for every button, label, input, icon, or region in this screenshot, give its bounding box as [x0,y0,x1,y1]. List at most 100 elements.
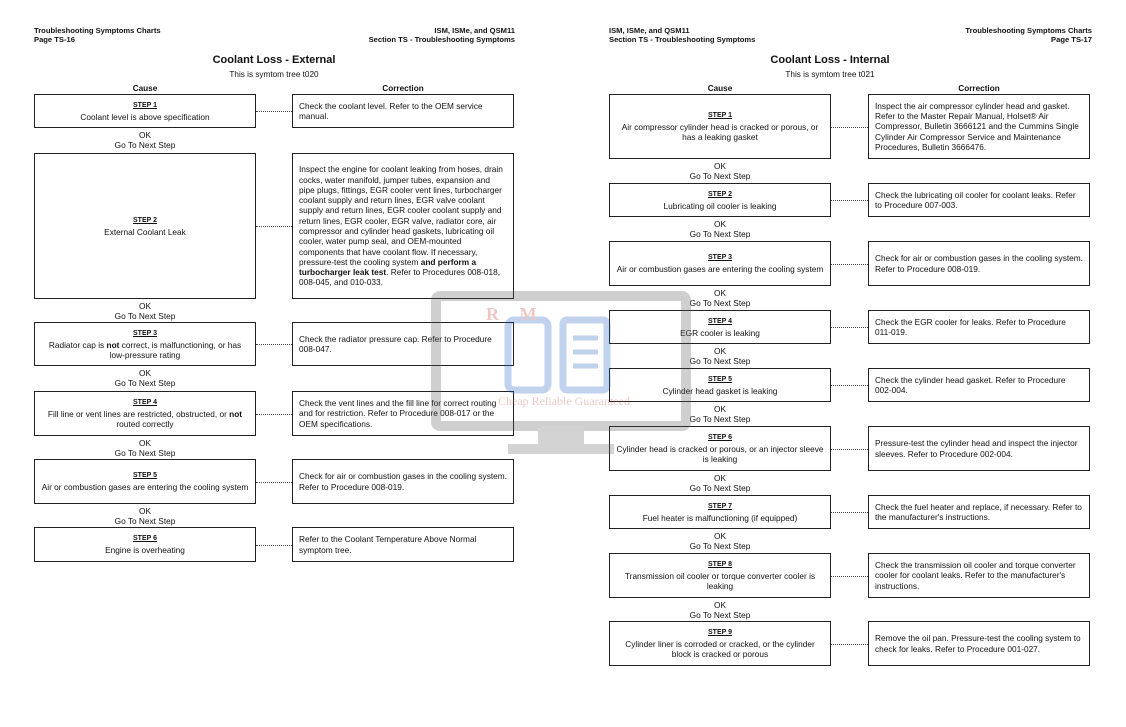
next-step-label: Go To Next Step [689,414,751,424]
step-label: STEP 5 [708,375,732,383]
cause-box-step-6: STEP 6 Engine is overheating [34,527,256,562]
cause-emphasis: not [229,409,243,419]
connector-line [831,263,868,265]
step-label: STEP 2 [133,216,157,224]
correction-text: Inspect the engine for coolant leaking f… [299,164,507,288]
correction-text: Check the vent lines and the fill line f… [299,398,497,429]
correction-column-header: Correction [958,84,1000,93]
step-label: STEP 1 [133,101,157,109]
right-page: ISM, ISMe, and QSM11 Section TS - Troubl… [563,0,1126,727]
connector-line [256,481,292,483]
connector-line [831,200,868,201]
page-number: Page TS-16 [34,35,75,44]
connector-line [831,327,868,328]
ok-label: OK [714,288,726,298]
correction-text: Pressure-test the cylinder head and insp… [875,438,1078,459]
cause-text: Engine is overheating [105,545,185,555]
step-label: STEP 7 [708,502,732,510]
ok-label: OK [714,219,726,229]
correction-text: Inspect the air compressor cylinder head… [875,100,1079,152]
connector-line [831,448,868,450]
cause-text: Air compressor cylinder head is cracked … [621,122,819,142]
header-text: ISM, ISMe, and QSM11 [434,26,515,35]
header-text: Section TS - Troubleshooting Symptoms [609,35,756,44]
header-text: Section TS - Troubleshooting Symptoms [368,35,515,44]
correction-box-step-1: Check the coolant level. Refer to the OE… [292,94,514,128]
cause-emphasis: not [106,339,120,350]
page-subtitle: This is symtom tree t021 [785,70,875,79]
cause-box-step-2: STEP 2 Lubricating oil cooler is leaking [609,183,831,217]
correction-text: Check for air or combustion gases in the… [299,471,507,492]
correction-text: Check the coolant level. Refer to the OE… [299,100,483,121]
right-header-left: ISM, ISMe, and QSM11 Section TS - Troubl… [609,26,755,44]
cause-box-step-3: STEP 3 Radiator cap is not correct, is ma… [34,322,256,366]
step-label: STEP 9 [708,629,732,636]
cause-text: Radiator cap is not correct, is malfunct… [41,340,249,360]
cause-text: Lubricating oil cooler is leaking [663,200,777,211]
ok-label: OK [139,368,151,378]
ok-label: OK [139,506,151,516]
left-page: Troubleshooting Symptoms Charts Page TS-… [34,26,515,562]
cause-text: External Coolant Leak [104,226,186,237]
step-label: STEP 4 [708,317,732,325]
next-step-label: Go To Next Step [114,448,176,458]
cause-text: Coolant level is above specification [80,111,210,122]
correction-box-step-3: Check the radiator pressure cap. Refer t… [292,322,514,366]
cause-box-step-1: STEP 1 Coolant level is above specificati… [34,94,256,128]
ok-label: OK [714,404,726,414]
correction-box-step-5: Check for air or combustion gases in the… [292,459,514,504]
connector-line [831,643,868,645]
step-label: STEP 5 [133,472,157,479]
cause-text-part: Radiator cap is [48,339,107,350]
correction-column-header: Correction [382,84,424,93]
step-label: STEP 3 [133,329,157,337]
connector-line [831,385,868,386]
cause-text-part: correct, is malfunctioning, or has low-p… [109,339,242,360]
cause-box-step-6: STEP 6 Cylinder head is cracked or porous… [609,426,831,471]
next-step-label: Go To Next Step [114,516,176,526]
next-step-label: Go To Next Step [689,356,751,366]
correction-text-part: Inspect the engine for coolant leaking f… [299,164,503,267]
correction-box-step-5: Check the cylinder head gasket. Refer to… [868,368,1090,402]
correction-box-step-6: Pressure-test the cylinder head and insp… [868,426,1090,471]
connector-line [831,512,868,513]
connector-line [256,226,292,227]
step-label: STEP 6 [708,434,732,441]
correction-box-step-4: Check the EGR cooler for leaks. Refer to… [868,310,1090,344]
connector-line [831,126,868,128]
cause-text: Cylinder head is cracked or porous, or a… [616,444,824,464]
ok-label: OK [139,130,151,140]
ok-label: OK [714,161,726,171]
step-label: STEP 2 [708,190,732,198]
correction-text: Check for air or combustion gases in the… [875,253,1083,274]
step-label: STEP 1 [708,112,732,119]
next-step-label: Go To Next Step [689,171,751,181]
cause-column-header: Cause [132,84,158,93]
header-text: Troubleshooting Symptoms Charts [965,26,1092,35]
page-subtitle: This is symtom tree t020 [229,70,319,79]
next-step-label: Go To Next Step [689,483,751,493]
next-step-label: Go To Next Step [689,541,751,551]
connector-line [256,544,292,546]
step-label: STEP 6 [133,535,157,542]
correction-text: Check the transmission oil cooler and to… [875,560,1076,591]
cause-column-header: Cause [707,84,733,93]
correction-text: Remove the oil pan. Pressure-test the co… [875,633,1081,654]
correction-text: Check the lubricating oil cooler for coo… [875,189,1076,210]
cause-text: Air or combustion gases are entering the… [616,264,824,274]
